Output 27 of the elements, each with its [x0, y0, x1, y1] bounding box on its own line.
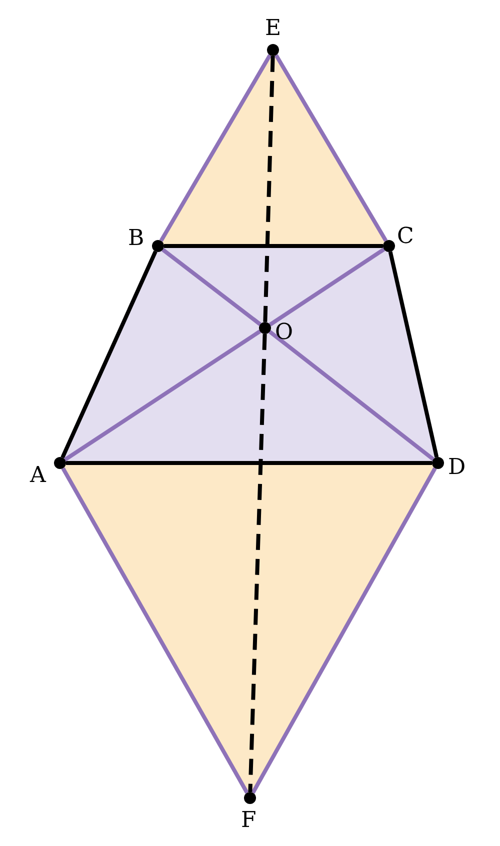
- line-segment: [251, 467, 437, 794]
- point-dot: [432, 457, 444, 469]
- point-label: O: [275, 322, 294, 344]
- line-segment: [268, 330, 434, 461]
- line-segment: [159, 54, 272, 242]
- point-dot: [267, 44, 279, 56]
- point-label: E: [265, 18, 282, 40]
- point-dot: [152, 240, 164, 252]
- point-label: B: [128, 228, 144, 250]
- point-label: F: [241, 810, 256, 832]
- line-segment: [66, 461, 432, 465]
- line-segment: [388, 251, 439, 458]
- line-segment: [274, 54, 388, 242]
- point-label: D: [448, 457, 466, 479]
- point-label: C: [397, 226, 414, 248]
- point-dot: [383, 240, 395, 252]
- line-segment: [268, 248, 386, 326]
- point-dot: [54, 457, 66, 469]
- dashed-line: [263, 56, 275, 322]
- point-dot: [244, 792, 256, 804]
- line-segment: [162, 248, 262, 326]
- line-segment: [61, 467, 249, 794]
- line-segment: [164, 244, 383, 248]
- point-label: A: [30, 465, 46, 487]
- line-segment: [64, 330, 262, 462]
- dashed-line: [248, 334, 267, 792]
- line-segment: [60, 250, 158, 458]
